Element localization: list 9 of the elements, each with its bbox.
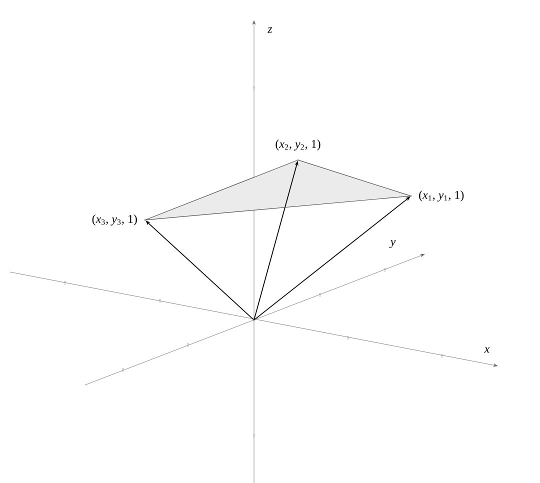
axis-label: y xyxy=(389,240,396,248)
point-label: (x$_{3}$, y$_{3}$, 1) xyxy=(92,214,137,226)
axis-label: z xyxy=(268,27,272,33)
triangle-side xyxy=(145,160,298,220)
axis-label: x xyxy=(484,347,490,353)
triangle-side xyxy=(298,160,411,196)
point-label: (x$_{1}$, y$_{1}$, 1) xyxy=(419,190,464,202)
triangle-side xyxy=(145,196,411,220)
point-label: (x$_{2}$, y$_{2}$, 1) xyxy=(276,140,320,150)
